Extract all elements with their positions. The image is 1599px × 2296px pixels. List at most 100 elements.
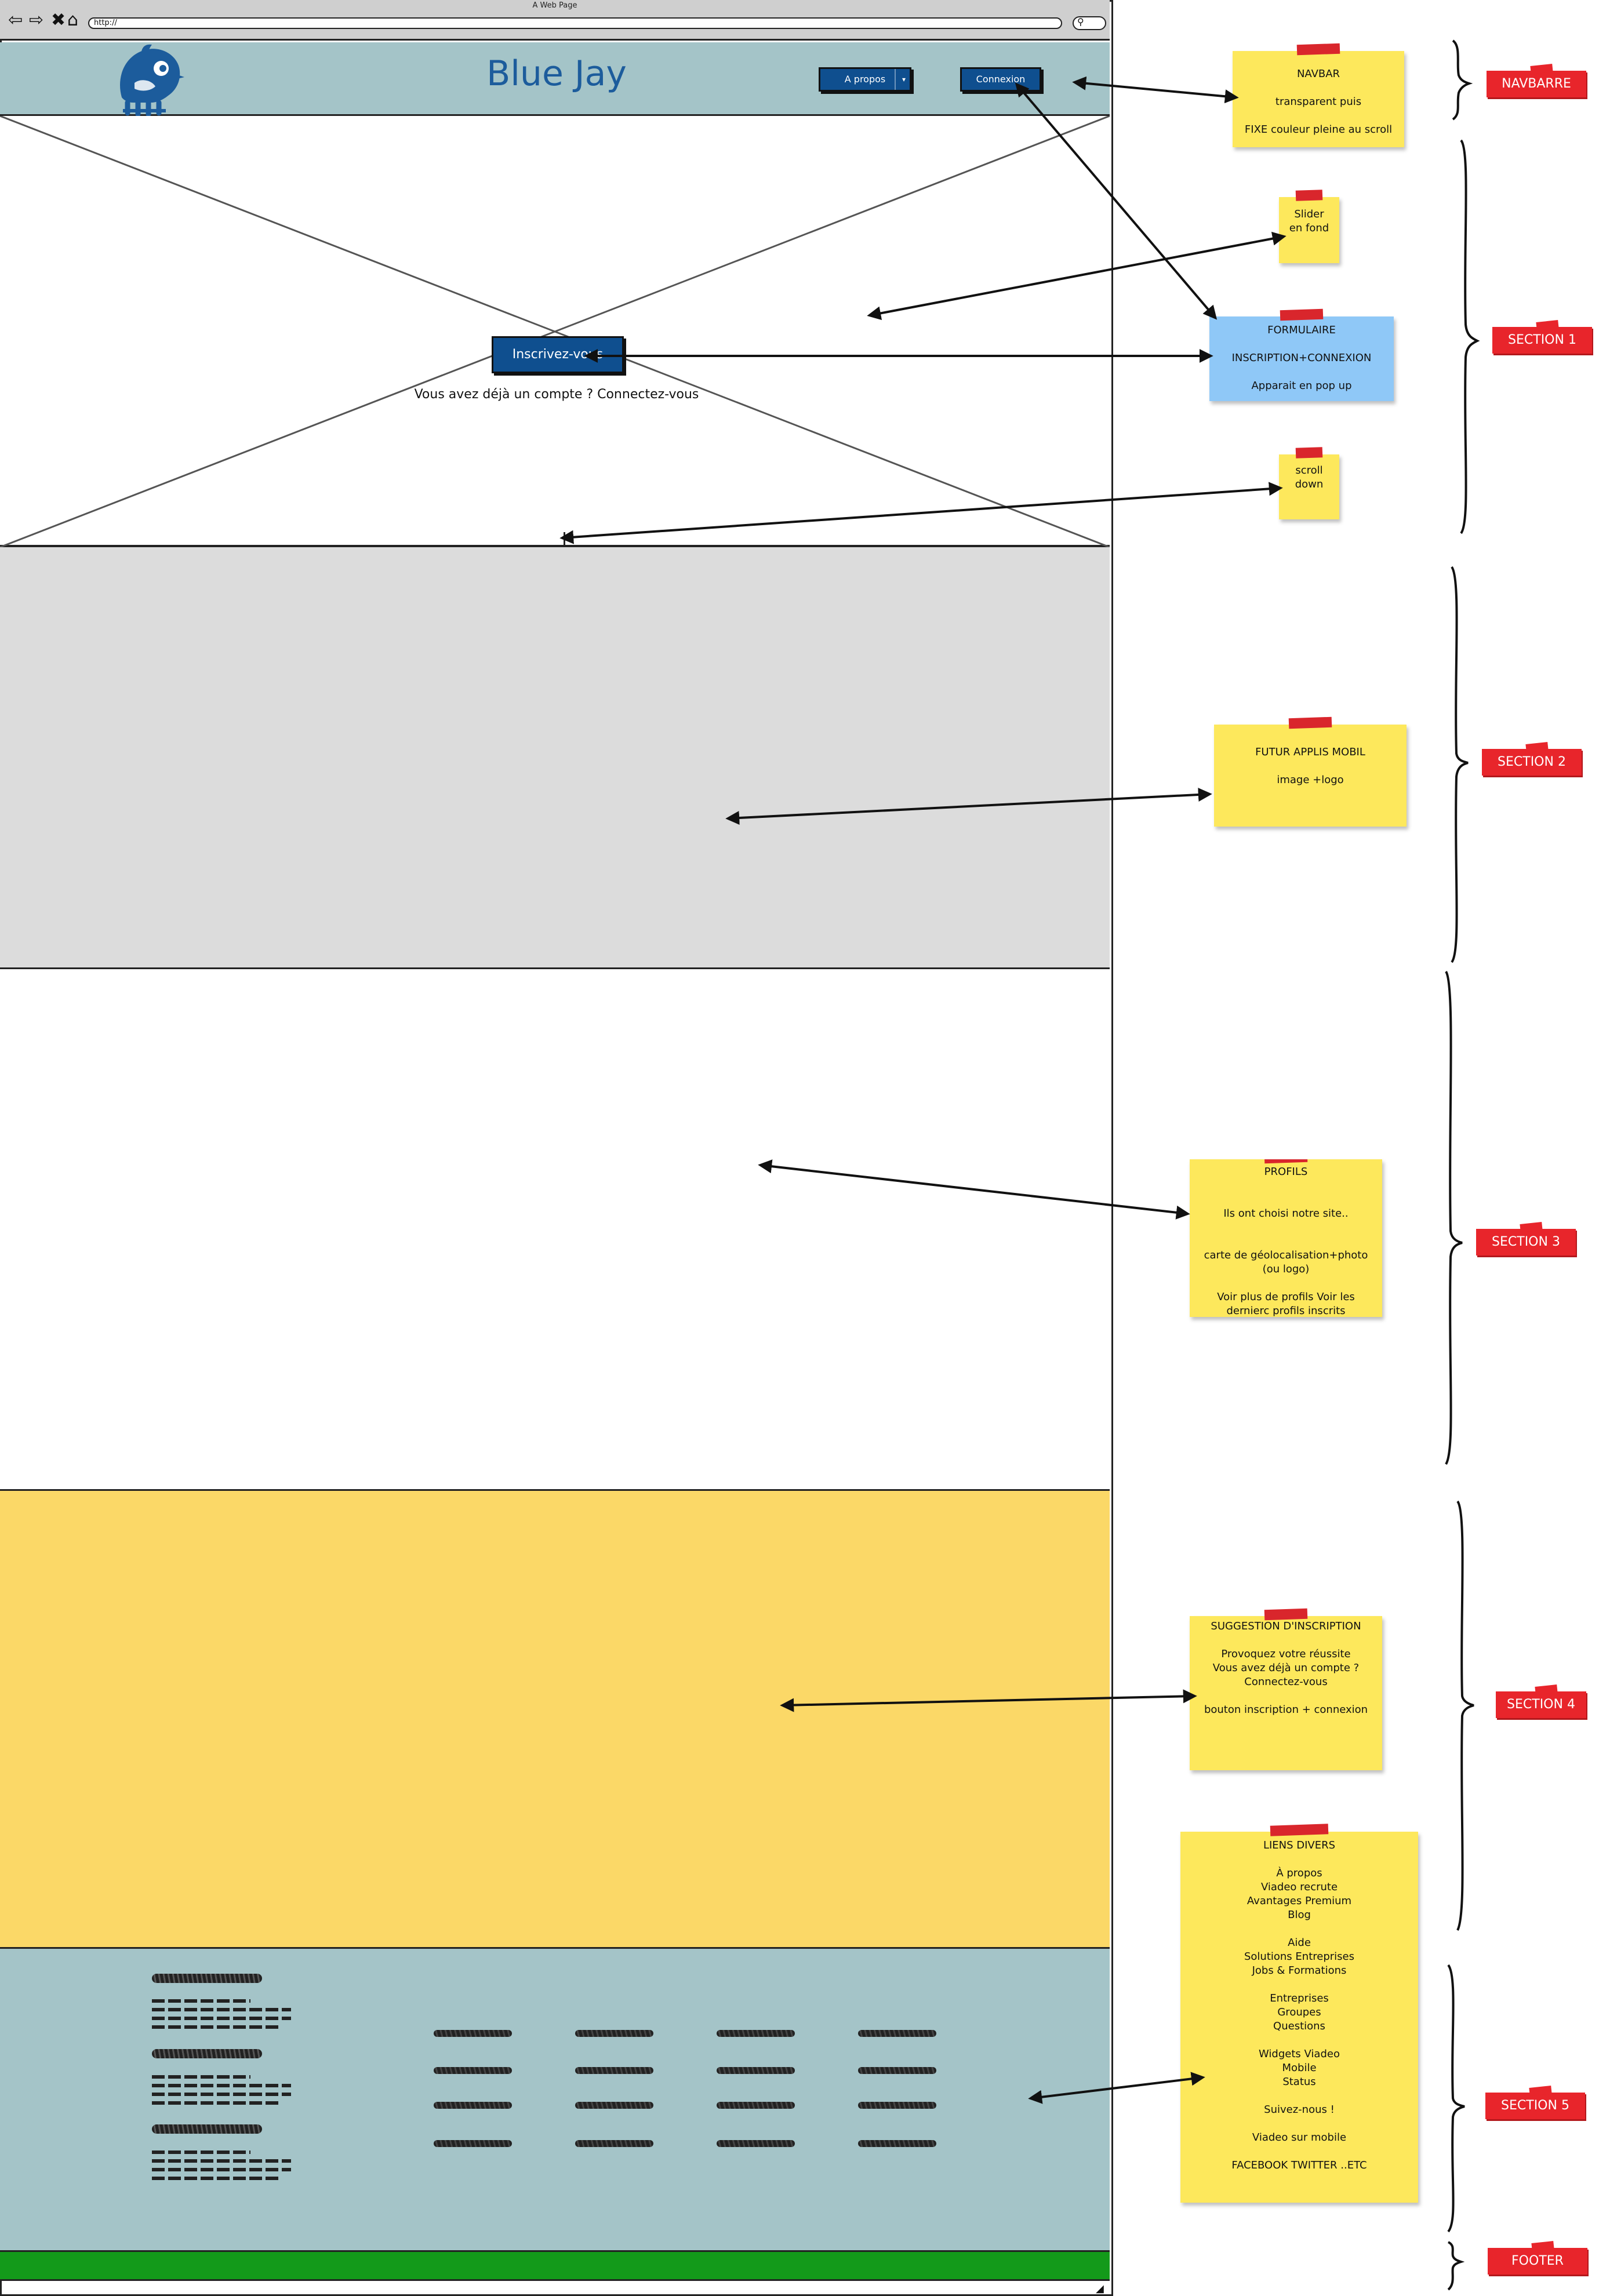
label-section-1: SECTION 1 [1492,320,1592,354]
footer-text-placeholder [152,2017,291,2020]
label-section-4-text: SECTION 4 [1507,1697,1575,1712]
section-3-profiles [0,969,1110,1491]
label-section-4: SECTION 4 [1496,1684,1586,1718]
footer-text-placeholder [152,2177,278,2180]
brace-section-4 [1456,1500,1474,1931]
note-navbar: NAVBAR transparent puis FIXE couleur ple… [1233,43,1404,147]
forward-arrow-icon[interactable]: ⇨ [29,10,44,30]
label-footer: FOOTER [1488,2241,1587,2275]
back-arrow-icon[interactable]: ⇦ [8,10,23,30]
section-4-signup-suggestion [0,1491,1110,1949]
note-tape [1288,716,1332,729]
label-navbar: NAVBARRE [1487,64,1586,97]
search-box[interactable]: ⚲ [1073,16,1106,30]
close-icon[interactable]: ✖ [51,10,66,30]
label-tab [1529,2086,1552,2096]
footer-link-placeholder[interactable] [858,2030,936,2037]
note-mobile-apps-text: FUTUR APPLIS MOBIL image +logo [1255,746,1365,786]
note-tape [1264,1159,1308,1164]
label-tab [1530,64,1553,74]
label-section-5: SECTION 5 [1485,2086,1585,2119]
footer-link-placeholder[interactable] [575,2030,653,2037]
navbar [0,42,1110,116]
chevron-down-icon: ▾ [895,69,912,90]
image-placeholder [0,116,1110,547]
footer-link-placeholder[interactable] [858,2102,936,2109]
brand-title[interactable]: Blue Jay [486,53,627,94]
footer-text-placeholder [152,2075,250,2079]
note-profiles: PROFILS Ils ont choisi notre site.. cart… [1190,1159,1382,1317]
brace-footer [1447,2241,1465,2291]
footer-text-placeholder [152,1999,250,2003]
note-tape [1264,1608,1308,1621]
footer-text-placeholder [152,2008,291,2011]
footer-link-placeholder[interactable] [575,2140,653,2147]
footer-link-placeholder[interactable] [717,2030,795,2037]
footer-link-placeholder[interactable] [434,2102,512,2109]
login-prompt[interactable]: Vous avez déjà un compte ? Connectez-vou… [414,387,699,402]
label-footer-text: FOOTER [1511,2254,1564,2268]
note-misc-links: LIENS DIVERS À propos Viadeo recrute Ava… [1180,1824,1418,2203]
resize-grip-icon[interactable]: ◢ [1096,2283,1104,2295]
section-2-mobile-apps [0,547,1110,969]
label-section-5-text: SECTION 5 [1501,2098,1569,2113]
signup-button[interactable]: Inscrivez-vous [492,336,624,373]
note-navbar-text: NAVBAR transparent puis FIXE couleur ple… [1244,68,1393,136]
about-button-label: A propos [844,74,886,85]
note-tape [1270,1824,1329,1836]
login-button[interactable]: Connexion [960,67,1041,92]
footer-text-placeholder [152,2025,278,2029]
label-navbar-text: NAVBARRE [1502,77,1571,91]
note-tape [1280,308,1324,321]
home-icon[interactable]: ⌂ [67,10,79,30]
search-icon: ⚲ [1077,16,1084,27]
footer-heading-placeholder [152,2049,262,2058]
footer-link-placeholder[interactable] [575,2067,653,2074]
label-tab [1535,1684,1558,1695]
note-tape [1296,43,1340,56]
label-section-3-text: SECTION 3 [1492,1235,1560,1249]
footer-link-placeholder[interactable] [434,2140,512,2147]
footer-text-placeholder [152,2168,291,2171]
footer-heading-placeholder [152,1974,262,1983]
about-dropdown-button[interactable]: A propos ▾ [819,67,911,92]
note-misc-links-text: LIENS DIVERS À propos Viadeo recrute Ava… [1231,1839,1367,2171]
note-signup-suggestion-text: SUGGESTION D'INSCRIPTION Provoquez votre… [1204,1620,1368,1716]
footer-text-placeholder [152,2084,291,2087]
label-tab [1536,320,1559,330]
footer-bar [0,2252,1110,2281]
note-scroll: scroll down [1279,447,1339,519]
brace-navbar [1452,39,1473,121]
footer-text-placeholder [152,2101,278,2105]
label-tab [1520,1222,1543,1232]
footer-text-placeholder [152,2093,291,2096]
footer-link-placeholder[interactable] [717,2102,795,2109]
footer-text-placeholder [152,2151,250,2154]
footer-link-placeholder[interactable] [858,2140,936,2147]
note-scroll-text: scroll down [1295,464,1324,490]
section-1-slider [0,116,1110,547]
note-tape [1295,190,1323,201]
footer-text-placeholder [152,2159,291,2163]
note-form-text: FORMULAIRE INSCRIPTION+CONNEXION Apparai… [1231,324,1372,392]
note-tape [1295,447,1323,459]
label-section-1-text: SECTION 1 [1508,333,1576,347]
note-slider-text: Slider en fond [1289,208,1329,234]
label-section-3: SECTION 3 [1476,1222,1576,1256]
note-slider: Slider en fond [1279,190,1339,263]
footer-link-placeholder[interactable] [858,2067,936,2074]
brace-section-3 [1445,970,1463,1465]
footer-link-placeholder[interactable] [717,2067,795,2074]
label-section-2: SECTION 2 [1482,742,1582,776]
blue-jay-logo [120,44,184,117]
footer-link-placeholder[interactable] [434,2030,512,2037]
note-form: FORMULAIRE INSCRIPTION+CONNEXION Apparai… [1209,308,1394,401]
footer-link-placeholder[interactable] [717,2140,795,2147]
address-bar[interactable]: http:// [88,17,1062,29]
note-profiles-text: PROFILS Ils ont choisi notre site.. cart… [1204,1166,1368,1317]
footer-link-placeholder[interactable] [434,2067,512,2074]
footer-link-placeholder[interactable] [575,2102,653,2109]
footer-heading-placeholder [152,2124,262,2134]
label-section-2-text: SECTION 2 [1498,755,1566,769]
brace-section-5 [1447,1964,1465,2233]
